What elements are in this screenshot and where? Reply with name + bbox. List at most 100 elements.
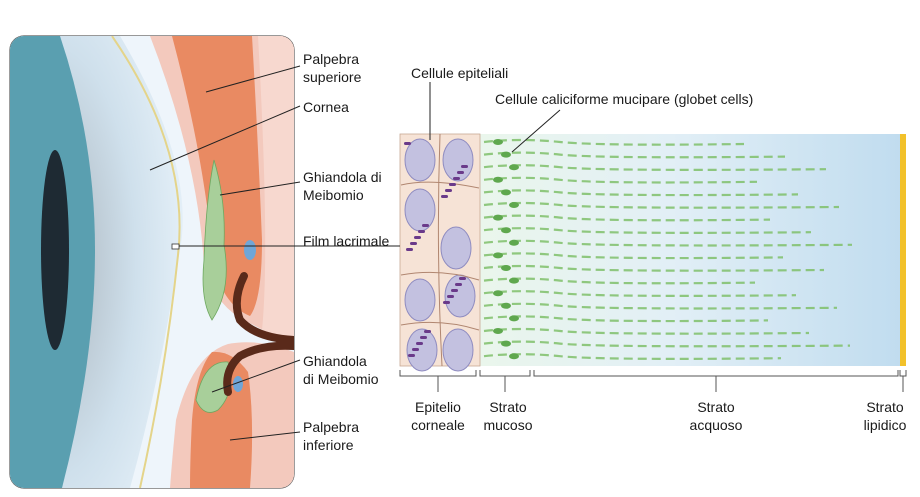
- mucus-strand: [483, 227, 812, 234]
- goblet-cell: [509, 239, 519, 246]
- cell-granule: [451, 289, 458, 292]
- cell-granule: [418, 230, 425, 233]
- cell-granule: [459, 277, 466, 280]
- mucus-strand: [483, 189, 799, 197]
- epithelial-cell: [404, 278, 436, 322]
- cell-granule: [412, 348, 419, 351]
- leader-palpebra-inferiore: [229, 431, 301, 441]
- cell-granule: [408, 354, 415, 357]
- mucus-strand: [483, 264, 825, 272]
- bracket-lipidico: [899, 370, 907, 377]
- epithelial-cell: [442, 138, 474, 182]
- label-ghiandola-meibomio-inferiore: Ghiandola di Meibomio: [303, 353, 379, 387]
- goblet-cell: [501, 302, 511, 309]
- label-film-lacrimale: Film lacrimale: [303, 233, 390, 249]
- label-strato-lipidico: Strato lipidico: [863, 399, 907, 433]
- leader-ghiandola-sup: [219, 181, 301, 196]
- cell-granule: [404, 142, 411, 145]
- film-lacrimale-marker: [171, 243, 180, 250]
- goblet-cell: [493, 252, 503, 259]
- cell-granule: [445, 189, 452, 192]
- label-ghiandola-meibomio-superiore: Ghiandola di Meibomio: [303, 169, 382, 203]
- label-epitelio-corneale: Epitelio corneale: [411, 399, 465, 433]
- mucus-strands: [483, 138, 853, 360]
- goblet-cell: [509, 353, 519, 360]
- label-palpebra-superiore: Palpebra superiore: [303, 51, 362, 85]
- label-cornea: Cornea: [303, 99, 349, 115]
- aqueous-layer: [480, 134, 904, 366]
- cell-granule: [441, 195, 448, 198]
- goblet-cell: [501, 151, 511, 158]
- leader-ghiandola-inf: [211, 359, 301, 393]
- cell-granule: [457, 171, 464, 174]
- label-cellule-caliciformi: Cellule caliciforme mucipare (globet cel…: [495, 91, 754, 107]
- mucus-strand: [483, 327, 810, 335]
- cell-boundary: [400, 181, 480, 189]
- cell-granule: [461, 165, 468, 168]
- eye-panel: [9, 35, 295, 489]
- mucus-strand: [483, 302, 838, 310]
- cell-granule: [414, 236, 421, 239]
- leader-cornea: [149, 105, 301, 171]
- pupil-shape: [41, 150, 69, 350]
- mucus-strand: [483, 239, 853, 247]
- upper-lacrimal-dot: [244, 240, 256, 260]
- goblet-cell: [493, 328, 503, 334]
- mucus-strand: [483, 176, 758, 184]
- goblet-cell: [501, 189, 511, 196]
- cell-granule: [449, 183, 456, 186]
- cell-granule: [447, 295, 454, 298]
- epithelial-cell: [404, 188, 436, 232]
- eyelid-duct-upper: [232, 272, 294, 344]
- mucus-strand: [483, 290, 797, 297]
- label-strato-acquoso: Strato acquoso: [689, 399, 743, 433]
- label-palpebra-inferiore: Palpebra inferiore: [303, 419, 360, 453]
- cell-granule: [420, 336, 427, 339]
- cell-granule: [410, 242, 417, 245]
- mucus-strand: [483, 252, 784, 260]
- cell-granule: [443, 301, 450, 304]
- cell-granule: [424, 330, 431, 333]
- layer-brackets: [399, 370, 907, 392]
- lower-lacrimal-dot: [233, 376, 243, 392]
- bracket-epitelio: [399, 370, 477, 377]
- epithelial-cell: [440, 226, 472, 270]
- upper-meibomian-gland: [202, 159, 227, 321]
- epithelial-cell: [442, 328, 474, 372]
- goblet-cell: [509, 277, 519, 284]
- goblet-cell: [493, 176, 503, 183]
- cell-granule: [453, 177, 460, 180]
- mucus-strand: [483, 138, 745, 146]
- leader-lines: [149, 65, 561, 441]
- eyelid-duct-lower: [223, 341, 294, 396]
- goblet-cell: [493, 214, 503, 221]
- cell-boundary: [437, 133, 443, 367]
- epithelial-cells: [400, 133, 480, 372]
- mucus-strand: [483, 214, 771, 222]
- mucus-strand: [483, 340, 851, 348]
- epithelial-cell: [404, 138, 436, 182]
- goblet-cell: [493, 139, 503, 145]
- label-strato-mucoso: Strato mucoso: [483, 399, 533, 433]
- leader-palpebra-superiore: [205, 65, 301, 93]
- goblet-cell: [501, 227, 511, 234]
- goblet-cell: [509, 315, 519, 322]
- cell-boundary: [400, 271, 480, 281]
- cell-granule: [455, 283, 462, 286]
- goblet-cell: [501, 265, 511, 271]
- leader-cellule-caliciformi: [511, 109, 561, 153]
- goblet-cell: [509, 202, 519, 208]
- mucus-strand: [483, 151, 786, 159]
- tear-film-panel: [399, 133, 906, 372]
- cell-granule: [422, 224, 429, 227]
- cell-granule: [416, 342, 423, 345]
- epithelial-cell: [406, 328, 438, 372]
- goblet-cell: [493, 290, 503, 297]
- label-cellule-epiteliali: Cellule epiteliali: [411, 65, 509, 81]
- bracket-acquoso: [533, 370, 899, 377]
- goblet-cell: [501, 340, 511, 347]
- cornea-surface: [111, 36, 181, 488]
- cell-granule: [406, 248, 413, 251]
- bracket-mucoso: [479, 370, 531, 377]
